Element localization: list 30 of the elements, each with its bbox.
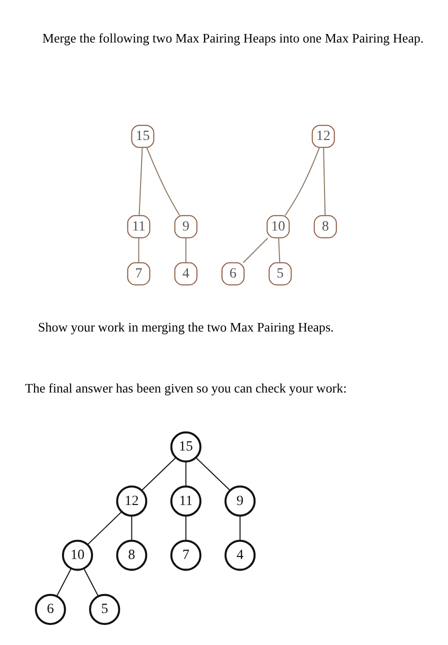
connector [185, 238, 186, 263]
connector [87, 512, 122, 545]
label: Merge the following two Max Pairing Heaps into one Max Pairing Heap. [42, 30, 424, 46]
node-circle: 10 [62, 540, 94, 571]
connector [240, 516, 241, 540]
connector [185, 462, 186, 486]
connector [131, 516, 132, 540]
label: Show your work in merging the two Max Pairing Heaps. [38, 319, 334, 334]
connector [323, 148, 326, 216]
connector [196, 458, 230, 491]
connector [242, 238, 268, 264]
connector [278, 238, 280, 263]
connector [284, 148, 320, 216]
connector [56, 568, 72, 596]
node-circle: 11 [170, 486, 202, 517]
node-circle: 15 [170, 431, 202, 462]
connector [138, 148, 143, 216]
connector [138, 238, 140, 263]
node-circle: 12 [116, 486, 148, 517]
node-circle: 7 [170, 540, 202, 571]
node-circle: 6 [34, 594, 66, 625]
connector [185, 516, 186, 540]
connector [146, 148, 180, 216]
connector [141, 458, 176, 491]
node-circle: 4 [224, 540, 256, 571]
connector [84, 568, 99, 596]
node-circle: 5 [89, 594, 120, 625]
label: The final answer has been given so you can check your work: [25, 380, 347, 396]
node-circle: 9 [224, 486, 256, 517]
node-circle: 8 [116, 540, 148, 571]
